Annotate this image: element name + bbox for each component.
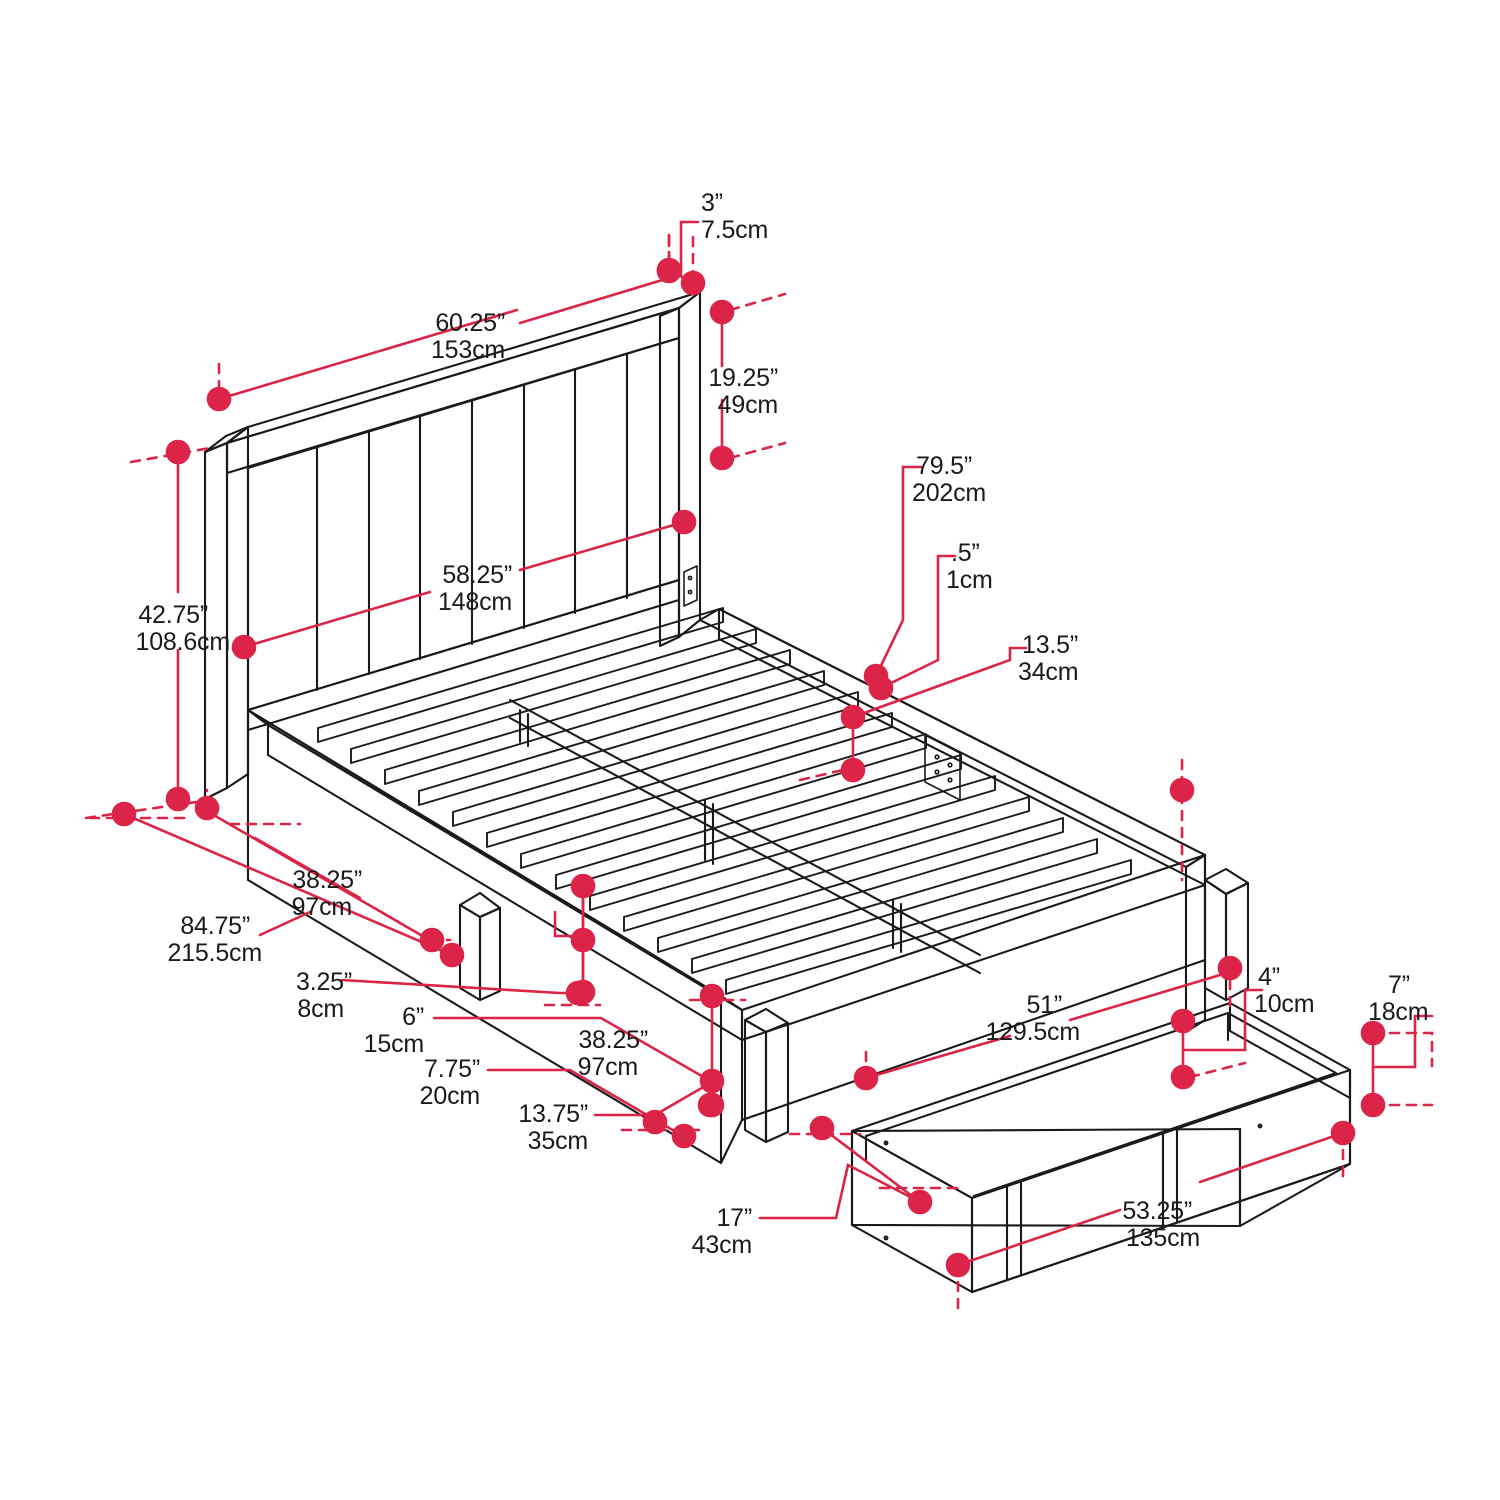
label-m19-metric: 135cm <box>1126 1224 1200 1252</box>
label-m03-metric: 49cm <box>718 391 778 419</box>
label-rail-thickness: 3.25” 8cm <box>296 968 352 1023</box>
dim-headboard-panel-height <box>709 292 787 471</box>
label-m16-imperial: 51” <box>1026 991 1062 1019</box>
dim-drawer-inner-length <box>853 955 1243 1091</box>
dim-headboard-width <box>206 233 682 412</box>
label-m17-metric: 10cm <box>1254 990 1314 1018</box>
label-m17-imperial: 4” <box>1258 963 1280 991</box>
label-headboard-panel-height: 19.25” 49cm <box>708 364 778 419</box>
label-m06-metric: 202cm <box>912 479 986 507</box>
label-headboard-width: 60.25” 153cm <box>431 309 505 364</box>
label-m20-imperial: 17” <box>716 1204 752 1232</box>
dim-headboard-thickness <box>656 220 706 296</box>
label-m03-imperial: 19.25” <box>708 364 778 392</box>
product-illustration <box>203 290 1352 1294</box>
label-m02-imperial: 60.25” <box>435 309 505 337</box>
label-m02-metric: 153cm <box>431 336 505 364</box>
label-leg-width: 7.75” 20cm <box>420 1055 481 1110</box>
dim-frame-depth <box>194 788 452 953</box>
label-m09-imperial: 38.25” <box>292 866 362 894</box>
label-drawer-outer-length: 53.25” 135cm <box>1122 1197 1200 1252</box>
label-slat-thickness: .5” 1cm <box>946 539 993 594</box>
dim-overall-length <box>88 801 465 968</box>
dim-frame-right-marker <box>1169 758 1195 882</box>
label-drawer-inner-height: 4” 10cm <box>1254 963 1315 1018</box>
label-m04-imperial: 42.75” <box>138 601 208 629</box>
label-drawer-side-height: 7” 18cm <box>1368 971 1429 1026</box>
label-m15-metric: 35cm <box>528 1127 588 1155</box>
support-slats <box>317 607 1132 995</box>
label-m08-imperial: 13.5” <box>1022 631 1078 659</box>
label-drawer-inner-length: 51” 129.5cm <box>986 991 1081 1046</box>
label-m14-metric: 97cm <box>578 1053 638 1081</box>
storage-drawer <box>850 1001 1352 1294</box>
label-overall-length: 84.75” 215.5cm <box>168 912 263 967</box>
label-m05-metric: 148cm <box>438 588 512 616</box>
dim-frame-height <box>798 646 1028 783</box>
dim-drawer-inner-height <box>1170 988 1264 1090</box>
label-headboard-thickness: 3” 7.5cm <box>701 189 768 244</box>
label-m14-imperial: 38.25” <box>578 1026 648 1054</box>
label-m12-metric: 15cm <box>364 1030 424 1058</box>
label-bed-length: 79.5” 202cm <box>912 452 986 507</box>
label-frame-height: 13.5” 34cm <box>1018 631 1079 686</box>
label-m07-metric: 1cm <box>946 566 993 594</box>
label-footboard-depth: 38.25” 97cm <box>578 1026 649 1081</box>
dim-drawer-side-height <box>1360 1014 1434 1118</box>
label-m12-imperial: 6” <box>402 1003 424 1031</box>
label-m15-imperial: 13.75” <box>518 1100 588 1128</box>
dim-foot-markers <box>688 983 747 1118</box>
dim-slat-thickness <box>868 554 957 701</box>
dim-inner-width <box>231 509 697 660</box>
label-frame-depth: 38.25” 97cm <box>292 866 363 921</box>
headboard-panel <box>203 290 702 801</box>
label-m13-imperial: 7.75” <box>424 1055 480 1083</box>
label-under-clearance: 13.75” 35cm <box>518 1100 588 1155</box>
label-leg-clearance: 6” 15cm <box>364 1003 425 1058</box>
label-m13-metric: 20cm <box>420 1082 480 1110</box>
label-m09-metric: 97cm <box>292 893 352 921</box>
dim-footboard-depth <box>543 873 602 1007</box>
label-m05-imperial: 58.25” <box>442 561 512 589</box>
label-m10-metric: 215.5cm <box>168 939 263 967</box>
label-m16-metric: 129.5cm <box>986 1018 1081 1046</box>
dim-headboard-height <box>84 439 212 820</box>
dim-bed-length <box>863 465 923 689</box>
label-headboard-height: 42.75” 108.6cm <box>136 601 231 656</box>
dim-leg-clearance <box>432 1016 725 1094</box>
label-m10-imperial: 84.75” <box>180 912 250 940</box>
dimension-labels: 3” 7.5cm 60.25” 153cm 19.25” 49cm 42.75”… <box>136 189 1429 1259</box>
label-m06-imperial: 79.5” <box>916 452 972 480</box>
label-m01-metric: 7.5cm <box>701 216 768 244</box>
dim-leg-width <box>486 1068 697 1149</box>
frame-bracket <box>683 565 961 801</box>
label-m01-imperial: 3” <box>701 189 723 217</box>
label-m18-imperial: 7” <box>1388 971 1410 999</box>
dim-drawer-depth <box>758 1115 962 1220</box>
dimension-layer <box>84 220 1434 1312</box>
dim-drawer-outer-length <box>945 1120 1356 1312</box>
label-m20-metric: 43cm <box>692 1231 752 1259</box>
label-drawer-depth: 17” 43cm <box>692 1204 753 1259</box>
label-m11-metric: 8cm <box>297 995 344 1023</box>
label-m11-imperial: 3.25” <box>296 968 352 996</box>
label-inner-width: 58.25” 148cm <box>438 561 512 616</box>
label-m08-metric: 34cm <box>1018 658 1078 686</box>
label-m04-metric: 108.6cm <box>136 628 231 656</box>
label-m18-metric: 18cm <box>1368 998 1428 1026</box>
dim-under-clearance <box>593 1080 723 1135</box>
label-m19-imperial: 53.25” <box>1122 1197 1192 1225</box>
label-m07-imperial: .5” <box>951 539 980 567</box>
